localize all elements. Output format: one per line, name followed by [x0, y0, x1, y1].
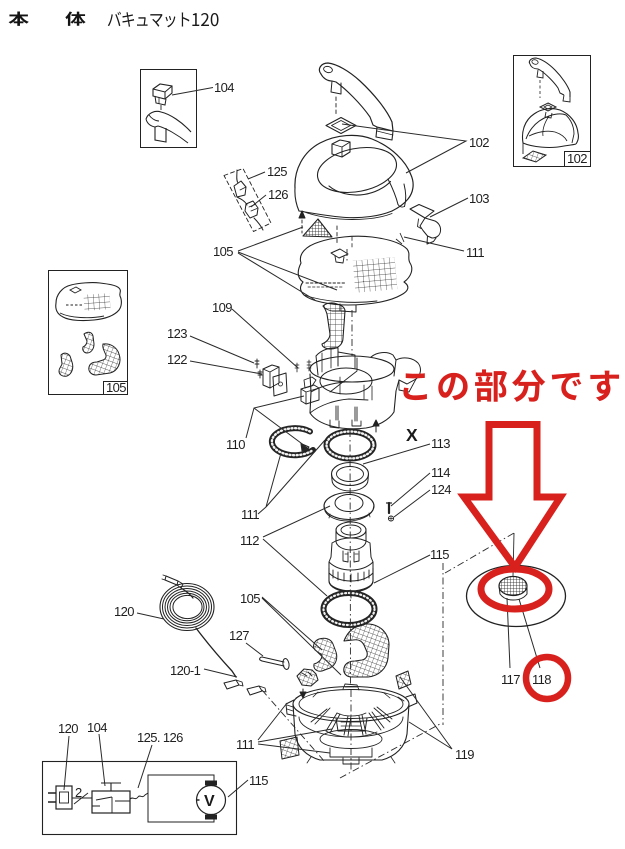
- svg-text:118: 118: [532, 672, 551, 687]
- svg-text:115: 115: [249, 773, 268, 788]
- svg-text:117: 117: [501, 672, 520, 687]
- svg-text:110: 110: [226, 437, 245, 452]
- svg-text:X: X: [406, 425, 418, 445]
- svg-text:120: 120: [114, 604, 134, 619]
- svg-text:104: 104: [214, 80, 234, 95]
- svg-text:2: 2: [75, 785, 82, 800]
- svg-text:104: 104: [87, 720, 107, 735]
- svg-text:111: 111: [466, 245, 484, 260]
- svg-text:102: 102: [469, 135, 489, 150]
- svg-text:103: 103: [469, 191, 489, 206]
- svg-text:125: 125: [267, 164, 287, 179]
- svg-text:120-1: 120-1: [170, 663, 201, 678]
- svg-text:126: 126: [268, 187, 288, 202]
- svg-text:113: 113: [431, 436, 450, 451]
- svg-text:123: 123: [167, 326, 187, 341]
- svg-text:127: 127: [229, 628, 249, 643]
- svg-text:119: 119: [455, 747, 474, 762]
- svg-text:122: 122: [167, 352, 187, 367]
- svg-text:125. 126: 125. 126: [137, 730, 183, 745]
- svg-text:111: 111: [241, 507, 259, 522]
- svg-text:111: 111: [236, 737, 254, 752]
- svg-text:124: 124: [431, 482, 451, 497]
- svg-text:112: 112: [240, 533, 259, 548]
- svg-text:114: 114: [431, 465, 450, 480]
- svg-text:105: 105: [106, 380, 126, 395]
- svg-text:105: 105: [213, 244, 233, 259]
- svg-text:109: 109: [212, 300, 232, 315]
- svg-text:115: 115: [430, 547, 449, 562]
- svg-text:V: V: [204, 793, 215, 810]
- svg-text:102: 102: [567, 151, 587, 166]
- svg-text:105: 105: [240, 591, 260, 606]
- svg-text:120: 120: [58, 721, 78, 736]
